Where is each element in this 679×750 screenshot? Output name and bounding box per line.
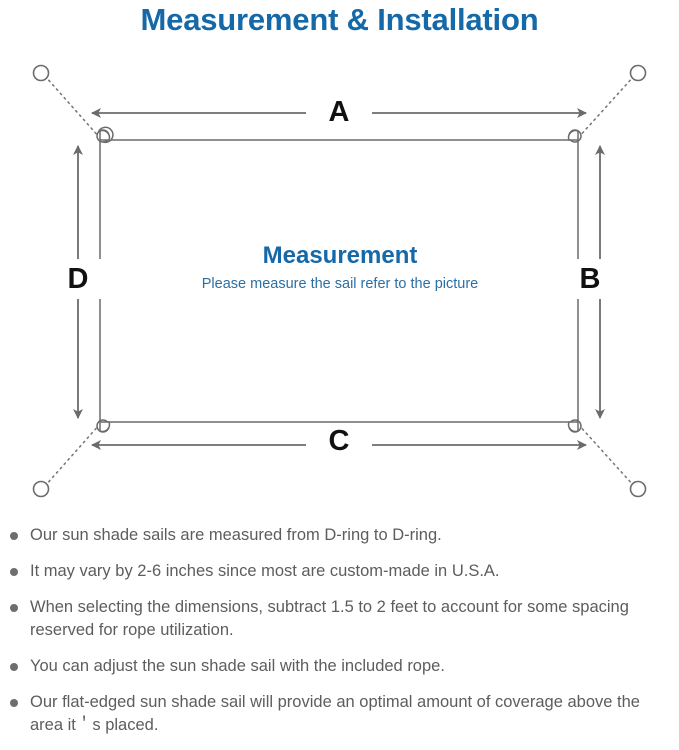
d-ring-wedges xyxy=(99,129,579,433)
dimension-label-a: A xyxy=(306,95,372,129)
sail-caption: Measurement Please measure the sail refe… xyxy=(120,241,560,295)
list-item: Our flat-edged sun shade sail will provi… xyxy=(0,691,679,737)
rope-bottom-left xyxy=(44,423,101,487)
bullet-icon xyxy=(10,699,18,707)
d-ring-wedge-top-right xyxy=(567,129,579,141)
rope-top-left xyxy=(44,75,101,139)
sail-rectangle xyxy=(99,139,579,423)
d-ring-wedge-bottom-left xyxy=(99,421,111,433)
rope-top-right xyxy=(577,75,635,139)
sail-caption-heading: Measurement xyxy=(262,242,418,269)
diagram-canvas xyxy=(32,64,647,498)
list-item-text: Our flat-edged sun shade sail will provi… xyxy=(30,693,640,734)
rope-lines xyxy=(44,75,635,487)
page-title: Measurement & Installation xyxy=(140,2,539,37)
anchor-ring-top-left xyxy=(32,64,50,82)
list-item-text: Our sun shade sails are measured from D-… xyxy=(30,526,442,544)
dimension-label-b: B xyxy=(562,259,618,299)
list-item: It may vary by 2-6 inches since most are… xyxy=(0,560,679,583)
list-item-text: It may vary by 2-6 inches since most are… xyxy=(30,562,500,580)
bullet-icon xyxy=(10,663,18,671)
anchor-rings xyxy=(32,64,647,498)
bullet-icon xyxy=(10,532,18,540)
bullet-icon xyxy=(10,568,18,576)
list-item-text: You can adjust the sun shade sail with t… xyxy=(30,657,445,675)
dimension-label-c: C xyxy=(306,424,372,458)
anchor-ring-top-right xyxy=(629,64,647,82)
anchor-ring-bottom-left xyxy=(32,480,50,498)
bullet-icon xyxy=(10,604,18,612)
d-ring-wedge-bottom-right xyxy=(567,421,579,433)
dimension-label-d: D xyxy=(50,259,106,299)
sail-measurement-diagram: A B C D Measurement Please measure the s… xyxy=(0,46,679,516)
notes-list: Our sun shade sails are measured from D-… xyxy=(0,524,679,750)
d-ring-wedge-top-left xyxy=(99,129,111,141)
list-item: When selecting the dimensions, subtract … xyxy=(0,596,679,642)
list-item-text: When selecting the dimensions, subtract … xyxy=(30,598,629,639)
list-item: You can adjust the sun shade sail with t… xyxy=(0,655,679,678)
list-item: Our sun shade sails are measured from D-… xyxy=(0,524,679,547)
dimension-arrows xyxy=(73,108,605,450)
sail-caption-subtext: Please measure the sail refer to the pic… xyxy=(201,276,479,292)
anchor-ring-bottom-right xyxy=(629,480,647,498)
rope-bottom-right xyxy=(577,423,635,487)
